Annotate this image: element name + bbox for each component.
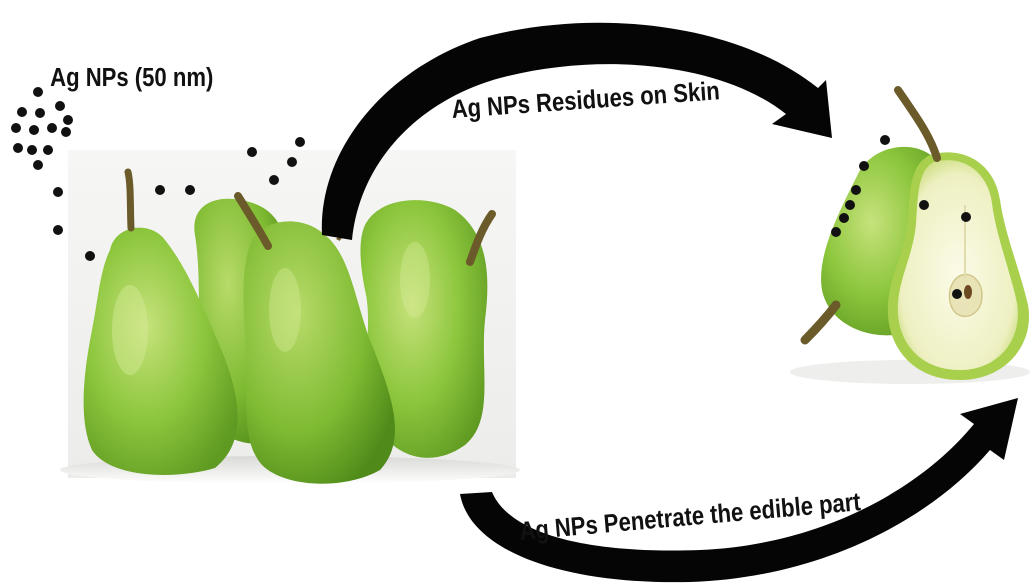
nanoparticle-dot — [17, 107, 27, 117]
nanoparticle-dot — [13, 143, 23, 153]
nanoparticle-dot — [295, 137, 305, 147]
nanoparticle-dot — [53, 225, 63, 235]
nanoparticle-dot — [47, 123, 57, 133]
nanoparticle-dot — [27, 145, 37, 155]
pear-cluster-icon — [60, 150, 520, 484]
nanoparticle-dot — [831, 227, 841, 237]
nanoparticle-dot — [53, 187, 63, 197]
nanoparticle-dot — [269, 175, 279, 185]
nanoparticle-dot — [33, 160, 43, 170]
nanoparticle-dot — [11, 123, 21, 133]
nanoparticle-dot — [55, 101, 65, 111]
nanoparticle-dot — [859, 161, 869, 171]
nanoparticle-dot — [880, 135, 890, 145]
nanoparticle-dot — [851, 185, 861, 195]
nanoparticle-dot — [961, 212, 971, 222]
nanoparticle-dot — [29, 125, 39, 135]
nanoparticle-dot — [839, 213, 849, 223]
residues-label: Ag NPs Residues on Skin — [451, 77, 721, 125]
nanoparticle-dot — [43, 145, 53, 155]
nanoparticle-dot — [155, 185, 165, 195]
nanoparticle-dot — [287, 157, 297, 167]
nanoparticle-dot — [85, 251, 95, 261]
penetrate-arrow — [460, 398, 1018, 582]
particles-label: Ag NPs (50 nm) — [50, 63, 213, 92]
nanoparticle-dot — [919, 200, 929, 210]
nanoparticle-dot — [33, 87, 43, 97]
nanoparticle-dot — [63, 115, 73, 125]
nanoparticle-dot — [845, 200, 855, 210]
nanoparticle-dot — [61, 127, 71, 137]
nanoparticle-dot — [185, 185, 195, 195]
nanoparticle-dot — [247, 147, 257, 157]
nanoparticle-dot — [35, 108, 45, 118]
nanoparticle-dot — [952, 289, 962, 299]
